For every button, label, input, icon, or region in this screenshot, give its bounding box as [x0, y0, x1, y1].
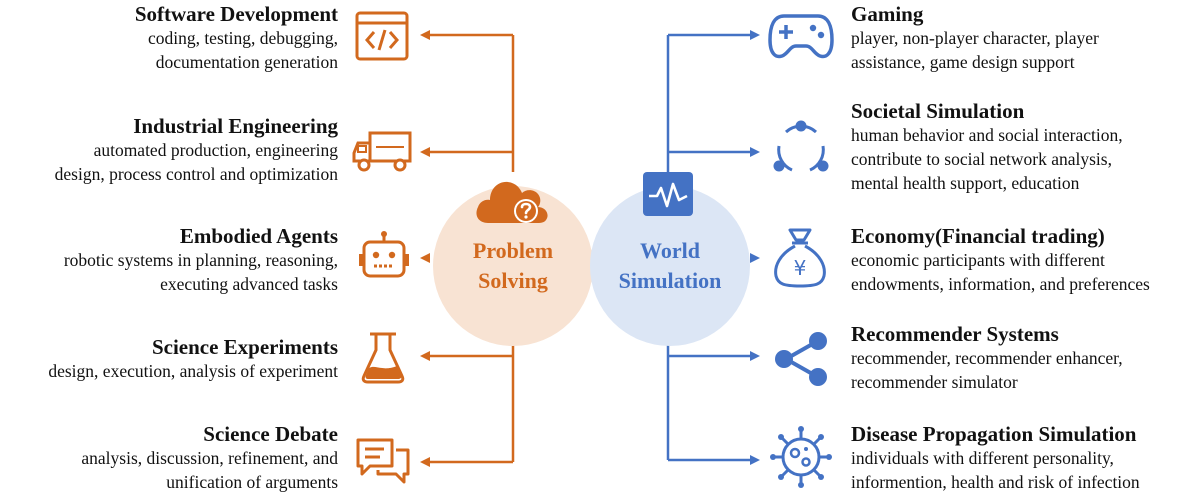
software-development-desc-1: coding, testing, debugging,	[147, 28, 338, 48]
industrial-engineering-desc-2: design, process control and optimization	[54, 164, 338, 184]
money-bag-icon: ¥	[774, 228, 826, 288]
embodied-agents-desc-2: executing advanced tasks	[160, 274, 338, 294]
economy-desc-1: economic participants with different	[851, 250, 1105, 270]
share-icon	[775, 332, 827, 386]
cycle-icon	[773, 120, 829, 172]
recommender-systems-item: Recommender Systems recommender, recomme…	[851, 322, 1200, 394]
industrial-engineering-title: Industrial Engineering	[133, 114, 338, 138]
svg-text:¥: ¥	[794, 256, 807, 280]
societal-simulation-desc-2: contribute to social network analysis,	[851, 149, 1112, 169]
truck-icon	[352, 131, 412, 172]
gaming-item: Gaming player, non-player character, pla…	[851, 2, 1200, 74]
monitor-pulse-icon	[643, 172, 693, 216]
software-development-item: Software Development coding, testing, de…	[0, 2, 338, 74]
science-debate-desc-1: analysis, discussion, refinement, and	[81, 448, 338, 468]
embodied-agents-title: Embodied Agents	[179, 224, 338, 248]
disease-propagation-desc-1: individuals with different personality,	[851, 448, 1114, 468]
problem-solving-label-line1: Problem	[472, 238, 554, 263]
gaming-desc-2: assistance, game design support	[851, 52, 1075, 72]
world-simulation-label-line1: World	[640, 238, 700, 263]
science-debate-title: Science Debate	[203, 422, 338, 446]
economy-title: Economy(Financial trading)	[851, 224, 1105, 248]
embodied-agents-desc-1: robotic systems in planning, reasoning,	[63, 250, 338, 270]
recommender-systems-desc-1: recommender, recommender enhancer,	[851, 348, 1123, 368]
science-debate-desc-2: unification of arguments	[166, 472, 338, 492]
societal-simulation-desc-3: mental health support, education	[851, 173, 1080, 193]
industrial-engineering-desc-1: automated production, engineering	[93, 140, 338, 160]
flask-icon	[361, 332, 405, 384]
gaming-title: Gaming	[851, 2, 924, 26]
software-development-desc-2: documentation generation	[155, 52, 338, 72]
science-debate-item: Science Debate analysis, discussion, ref…	[0, 422, 338, 494]
gaming-desc-1: player, non-player character, player	[851, 28, 1099, 48]
economy-desc-2: endowments, information, and preferences	[851, 274, 1150, 294]
disease-propagation-title: Disease Propagation Simulation	[851, 422, 1137, 446]
cloud-question-icon	[476, 181, 548, 223]
problem-solving-label-line2: Solving	[478, 268, 548, 293]
disease-propagation-item: Disease Propagation Simulation individua…	[851, 422, 1200, 494]
world-simulation-label-line2: Simulation	[618, 268, 722, 293]
societal-simulation-item: Societal Simulation human behavior and s…	[851, 99, 1200, 195]
science-experiments-title: Science Experiments	[151, 335, 338, 359]
software-development-title: Software Development	[134, 2, 338, 26]
economy-item: Economy(Financial trading) economic part…	[851, 224, 1200, 296]
chat-icon	[356, 438, 410, 484]
industrial-engineering-item: Industrial Engineering automated product…	[0, 114, 338, 186]
embodied-agents-item: Embodied Agents robotic systems in plann…	[0, 224, 338, 296]
world-simulation-circle: World Simulation	[590, 186, 750, 346]
robot-icon	[359, 231, 409, 278]
societal-simulation-title: Societal Simulation	[851, 99, 1025, 123]
science-experiments-desc-1: design, execution, analysis of experimen…	[48, 361, 338, 381]
virus-icon	[770, 426, 832, 488]
recommender-systems-title: Recommender Systems	[851, 322, 1059, 346]
societal-simulation-desc-1: human behavior and social interaction,	[851, 125, 1123, 145]
disease-propagation-desc-2: informention, health and risk of infecti…	[851, 472, 1140, 492]
code-icon	[355, 11, 409, 61]
gamepad-icon	[768, 14, 834, 59]
recommender-systems-desc-2: recommender simulator	[851, 372, 1018, 392]
science-experiments-item: Science Experiments design, execution, a…	[0, 335, 338, 383]
